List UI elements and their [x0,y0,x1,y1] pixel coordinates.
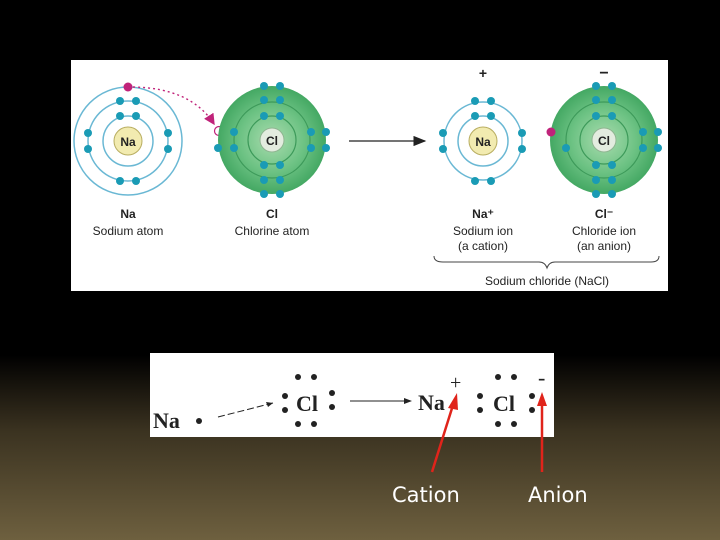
gained-electron [546,127,556,137]
nucleus [468,126,498,156]
chloride-ion-note: (an anion) [577,239,631,253]
chlorine-atom-name: Chlorine atom [235,224,310,238]
orbit-2 [565,101,643,179]
electron-dot-svg: Na Cl Na Cl + - [153,365,545,433]
orbit-1 [102,115,154,167]
nucleus [259,127,285,153]
electron-transfer-arrow [132,86,215,126]
nucleus-label: Cl [598,134,610,148]
sodium-ion: Na [439,97,526,185]
orbit-1 [579,115,629,165]
orbit-1 [457,115,509,167]
nucleus-label: Na [120,135,136,149]
compound-label: Sodium chloride (NaCl) [485,274,609,288]
sodium-ion-name: Sodium ion [453,224,513,238]
chloride-ion-name: Chloride ion [572,224,636,238]
nucleus [591,127,617,153]
sodium-ion-charge: + [479,65,487,81]
chloride-ion: Cl [546,82,662,198]
chlorine-atom: Cl [214,82,330,198]
electron-dot-panel: Na Cl Na Cl + - [150,353,554,437]
transfer-arrow-head [266,402,273,407]
sodium-atom: Na [73,82,183,196]
anion-arrow-head [537,392,547,406]
cation-label: Cation [392,483,460,507]
orbit-2 [443,101,523,181]
orbit-2 [87,100,169,182]
cation-arrow-head [448,393,458,410]
chlorine-atom-symbol: Cl [266,207,278,221]
orbit-2 [233,101,311,179]
orbit-1 [247,115,297,165]
valence-dots [196,374,535,427]
electrons [214,82,330,198]
chloride-ion-charge: − [599,65,608,82]
electrons [439,97,526,185]
cl-ion-symbol: Cl [493,391,515,416]
nucleus-label: Cl [266,134,278,148]
anion-label: Anion [528,483,588,507]
nucleus-label: Na [475,135,491,149]
reaction-arrow-head [404,398,412,404]
compound-brace [433,255,660,270]
cation-arrow [430,404,455,473]
atom-diagram-svg: Na Cl [73,65,662,288]
electrons [84,97,172,185]
atom-diagram-panel: Na Cl [71,60,668,291]
na-symbol: Na [153,408,180,433]
sodium-ion-symbol: Na⁺ [472,207,494,221]
na-ion-symbol: Na [418,390,445,415]
sodium-atom-name: Sodium atom [93,224,164,238]
minus-charge: - [538,365,545,390]
electrons [562,82,662,198]
nucleus [113,126,143,156]
sodium-ion-note: (a cation) [458,239,508,253]
chloride-ion-symbol: Cl⁻ [595,207,613,221]
cl-symbol: Cl [296,391,318,416]
plus-charge: + [450,372,461,394]
sodium-atom-symbol: Na [120,207,136,221]
valence-electron [123,82,133,92]
